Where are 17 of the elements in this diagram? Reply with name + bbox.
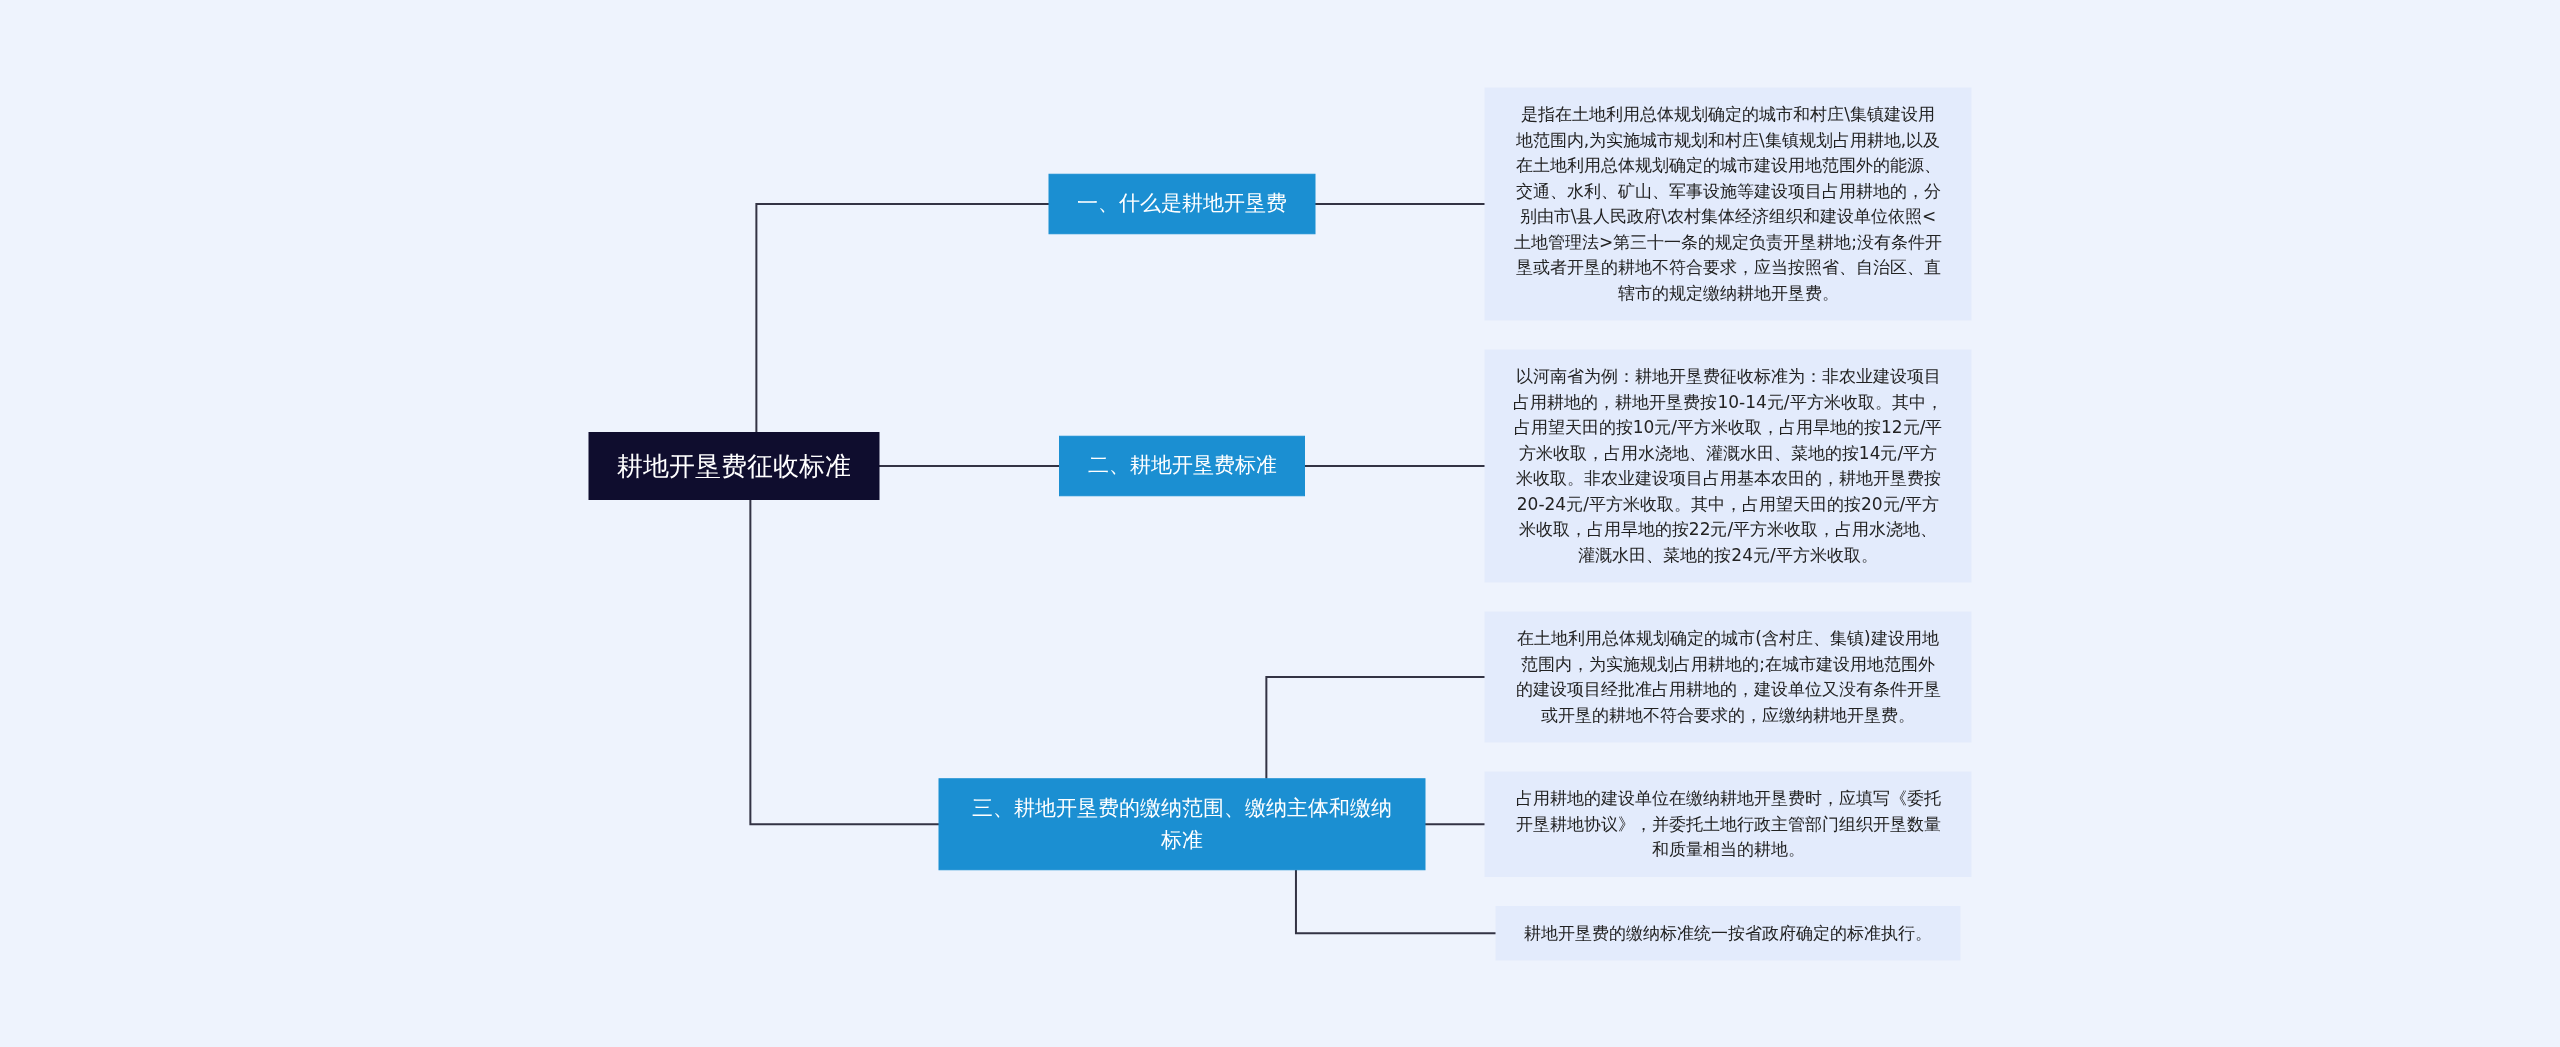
node-box: 是指在土地利用总体规划确定的城市和村庄\集镇建设用地范围内,为实施城市规划和村庄\集镇规划占用耕地,以及在土地利用总体规划确定的城市建设用地范围外的能源、交通、水利、矿山、军事设施等建设项目占用耕地的，分别由市\县人民政府\农村集体经济组织和建设单位依照<土地管理法>第三十一条的规定负责开垦耕地;没有条件开垦或者开垦的耕地不符合要求，应当按照省、自治区、直辖市的规定缴纳耕地开垦费。	[1484, 87, 1972, 320]
connector	[878, 464, 1061, 467]
node-box: 占用耕地的建设单位在缴纳耕地开垦费时，应填写《委托开垦耕地协议》，并委托土地行政主管部门组织开垦数量和质量相当的耕地。	[1484, 771, 1972, 877]
node-box: 以河南省为例：耕地开垦费征收标准为：非农业建设项目占用耕地的，耕地开垦费按10-14元/平方米收取。其中，占用望天田的按10元/平方米收取，占用旱地的按12元/平方米收取，占用水浇地、灌溉水田、菜地的按14元/平方米收取。非农业建设项目占用基本农田的，耕地开垦费按20-24元/平方米收取。其中，占用望天田的按20元/平方米收取，占用旱地的按22元/平方米收取，占用水浇地、灌溉水田、菜地的按24元/平方米收取。	[1484, 349, 1972, 582]
node-box: 耕地开垦费的缴纳标准统一按省政府确定的标准执行。	[1495, 905, 1961, 960]
node-box: 一、什么是耕地开垦费	[1048, 173, 1316, 234]
node-box: 二、耕地开垦费标准	[1059, 435, 1305, 496]
connector	[755, 202, 1050, 433]
node-box: 三、耕地开垦费的缴纳范围、缴纳主体和缴纳标准	[938, 777, 1426, 870]
connector	[1265, 675, 1486, 780]
connector	[1294, 868, 1497, 934]
connector	[1314, 202, 1486, 205]
connector	[749, 498, 940, 825]
connector	[1303, 464, 1486, 467]
node-box: 耕地开垦费征收标准	[588, 431, 880, 500]
node-box: 在土地利用总体规划确定的城市(含村庄、集镇)建设用地范围内，为实施规划占用耕地的;在城市建设用地范围外的建设项目经批准占用耕地的，建设单位又没有条件开垦或开垦的耕地不符合要求的，应缴纳耕地开垦费。	[1484, 611, 1972, 742]
connector	[1424, 822, 1486, 825]
